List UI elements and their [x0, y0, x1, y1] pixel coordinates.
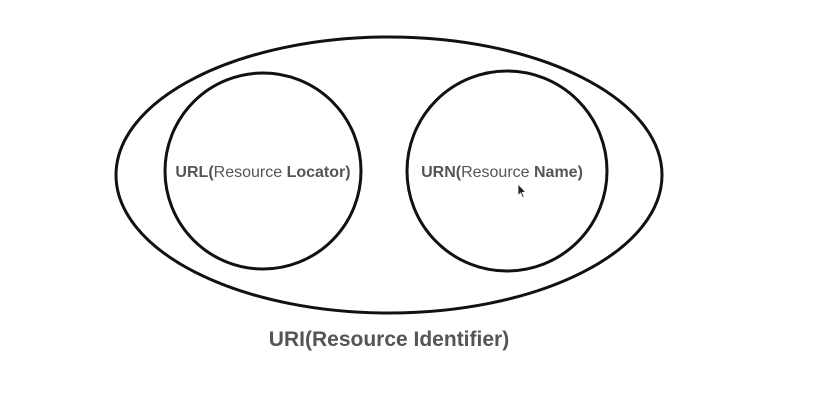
uri-open-paren: ( — [305, 328, 312, 351]
urn-resource-word: Resource — [461, 164, 534, 181]
url-abbr: URL — [175, 164, 208, 181]
url-kind: Locator — [287, 164, 346, 181]
urn-label: URN(Resource Name) — [421, 164, 583, 181]
uri-abbr: URI — [269, 328, 305, 351]
url-label: URL(Resource Locator) — [175, 164, 350, 181]
urn-open-paren: ( — [456, 164, 462, 181]
urn-kind: Name — [534, 164, 578, 181]
url-open-paren: ( — [208, 164, 214, 181]
url-resource-word: Resource — [214, 164, 287, 181]
uri-resource-word: Resource — [312, 328, 408, 351]
uri-close-paren: ) — [502, 328, 509, 351]
urn-circle — [405, 69, 609, 273]
url-circle — [163, 71, 363, 271]
uri-label: URI(Resource Identifier) — [269, 328, 509, 351]
urn-abbr: URN — [421, 164, 456, 181]
mouse-cursor-icon — [517, 182, 527, 199]
url-close-paren: ) — [345, 164, 350, 181]
uri-kind: Identifier — [408, 328, 503, 351]
urn-close-paren: ) — [578, 164, 583, 181]
